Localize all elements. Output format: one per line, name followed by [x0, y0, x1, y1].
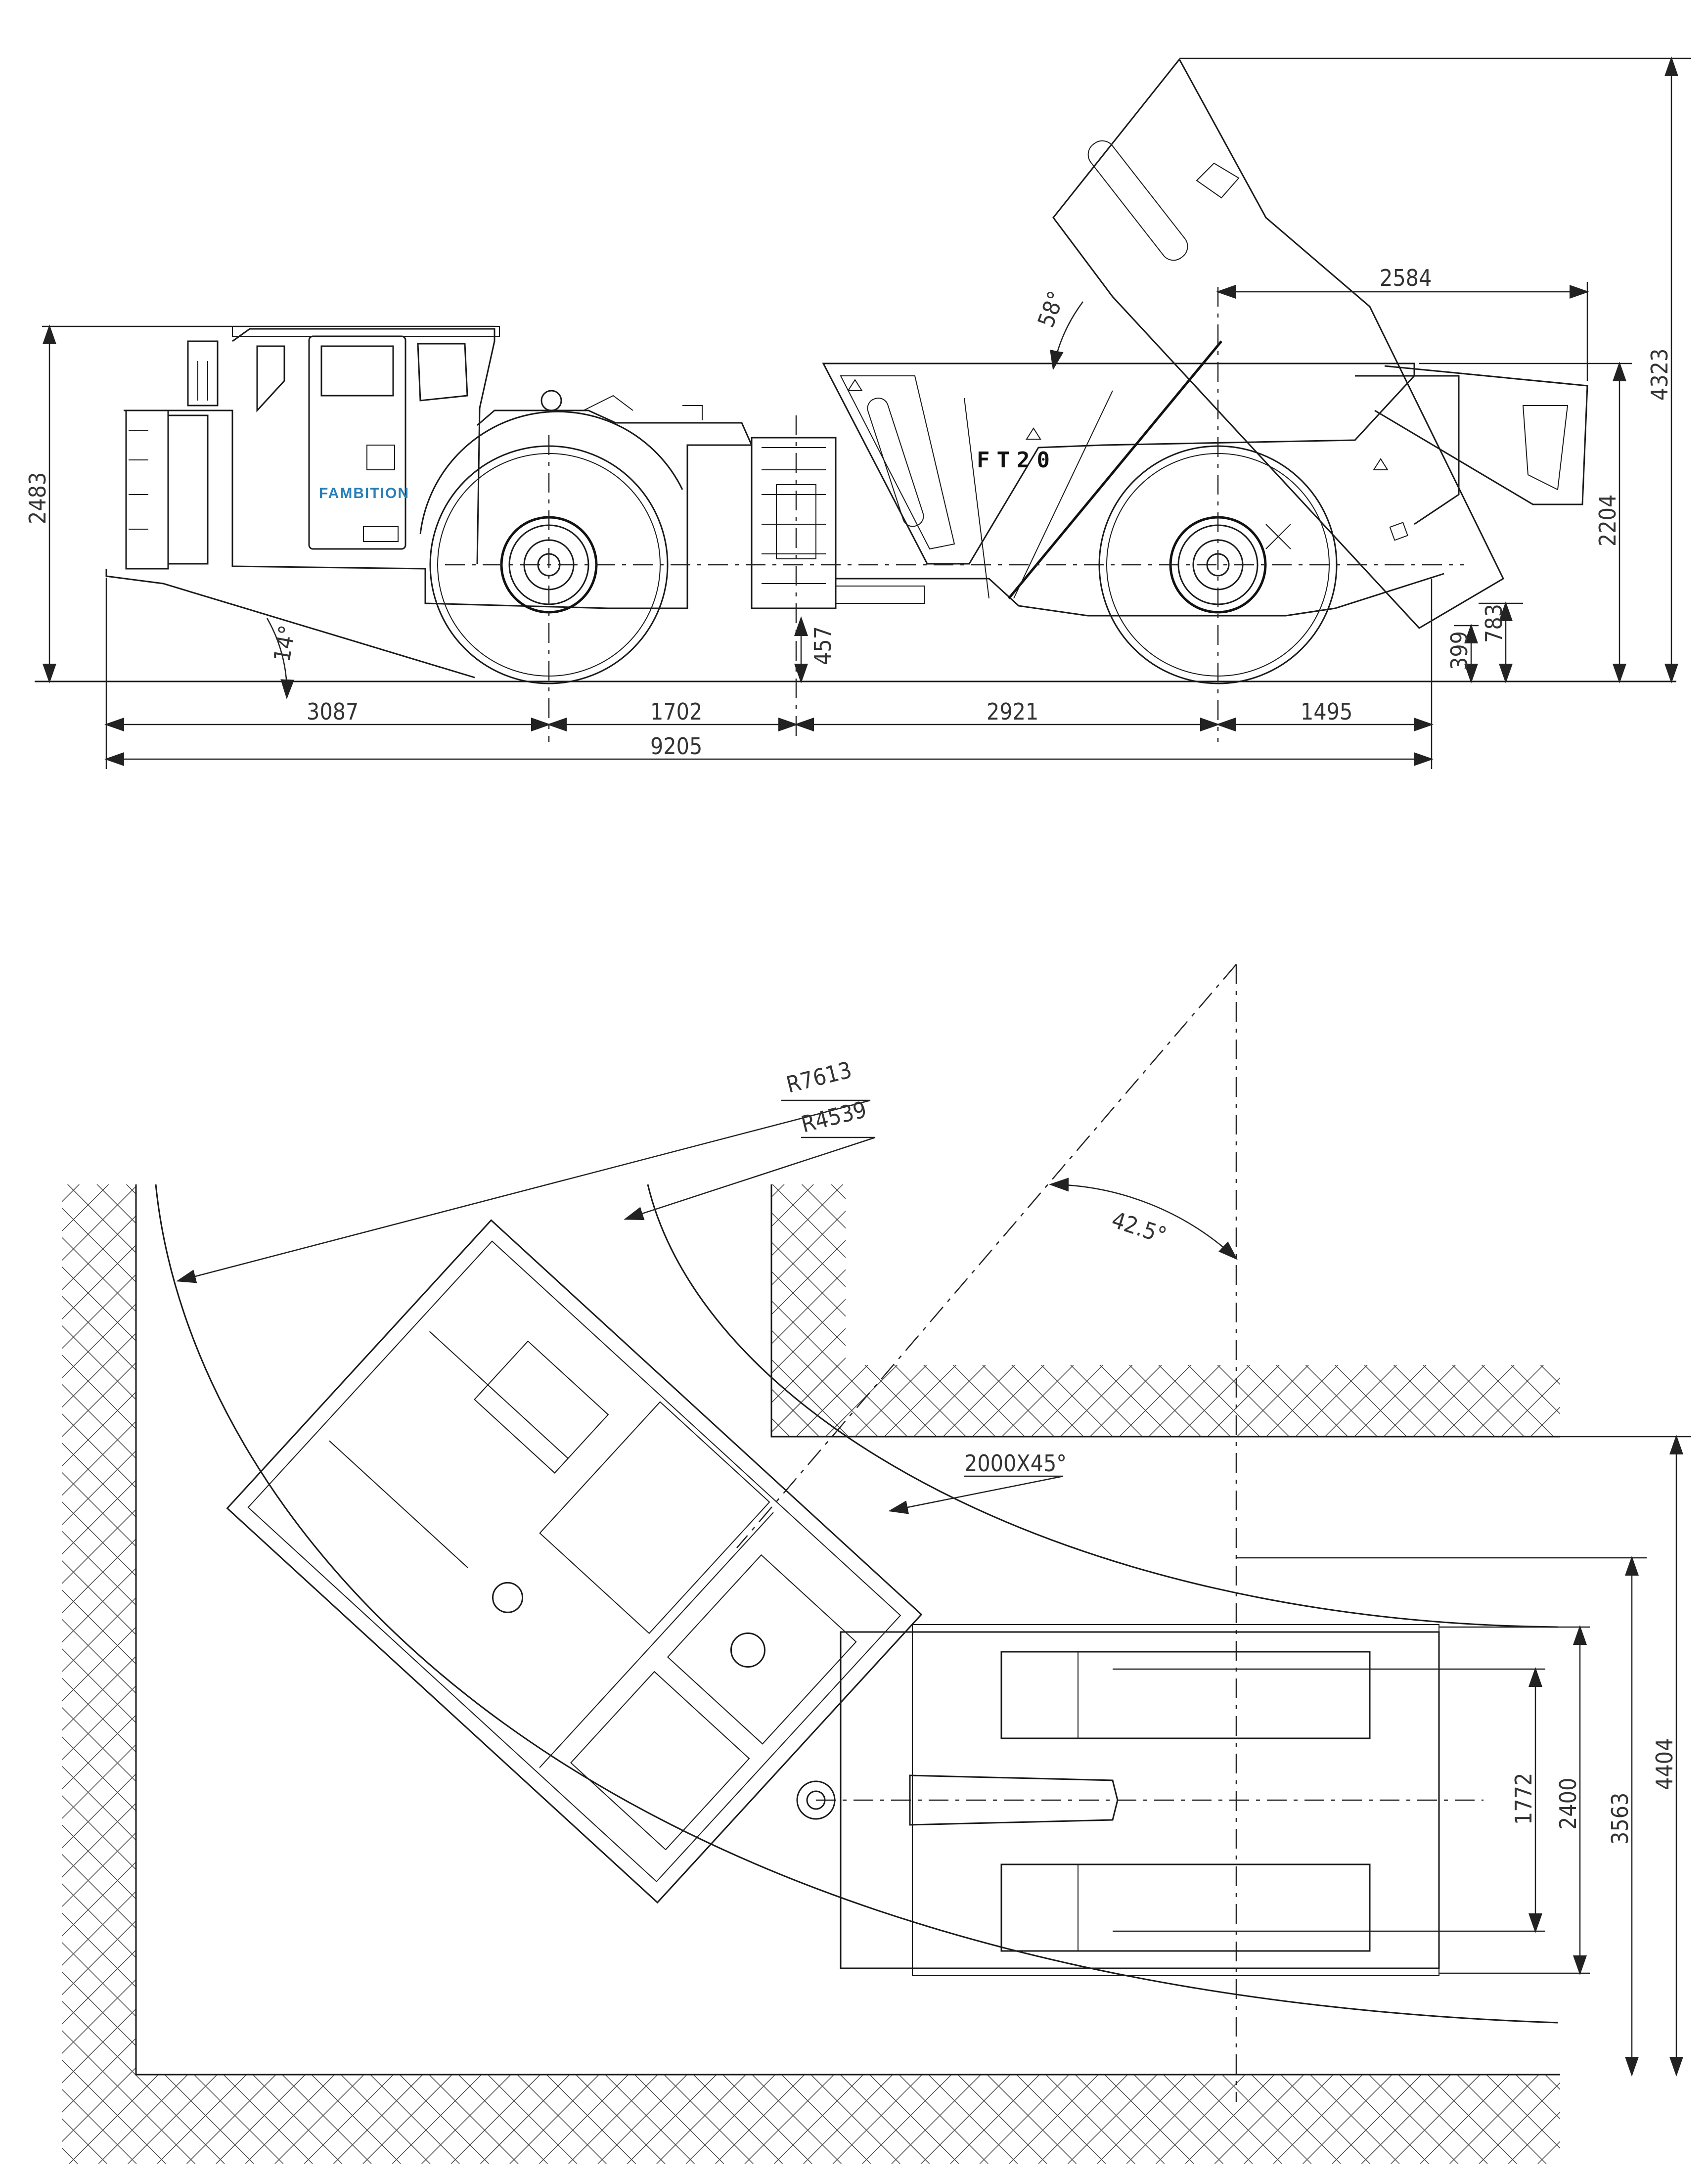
dim-ground-clearance: 457 — [809, 626, 836, 665]
dim-height-box: 2204 — [1594, 495, 1621, 546]
dim-dump-angle: 58° — [1033, 287, 1070, 330]
dim-rear-overhang: 3087 — [307, 698, 359, 725]
dim-vehicle-width: 2400 — [1555, 1778, 1581, 1830]
side-view: FAMBITION FT20 — [24, 56, 1691, 769]
operator-cab — [232, 328, 495, 564]
plan-view: R7613 R4539 42.5° 2000X45° — [62, 964, 1691, 2164]
dim-box-lip-low: 399 — [1446, 631, 1473, 670]
dim-overall-length: 9205 — [650, 733, 702, 760]
front-frame — [836, 573, 1444, 617]
dim-turning-width: 4404 — [1651, 1738, 1678, 1790]
model-label: FT20 — [977, 448, 1057, 473]
wall-bottom — [136, 2075, 1560, 2164]
dim-departure-angle: 14° — [269, 623, 301, 664]
dim-articulation-to-front-axle: 2921 — [987, 698, 1038, 725]
dim-tunnel-width: 3563 — [1607, 1793, 1633, 1845]
cab-window-front — [417, 343, 468, 402]
dim-articulation-angle: 42.5° — [1109, 1206, 1170, 1249]
dump-body-lowered: FT20 — [822, 362, 1460, 565]
inner-turning-arc — [647, 1184, 1558, 1628]
dim-track: 1772 — [1510, 1773, 1537, 1825]
wall-inner-horizontal — [771, 1365, 1560, 1437]
dim-height-raised-box: 4323 — [1646, 349, 1673, 401]
brand-label: FAMBITION — [319, 485, 409, 501]
cab-door — [308, 335, 406, 550]
wall-left — [62, 1184, 136, 2164]
rear-bumper — [105, 569, 475, 679]
dim-rear-to-articulation: 1702 — [650, 698, 702, 725]
dim-height-cab: 2483 — [24, 472, 51, 524]
cab-window-rear — [256, 345, 285, 412]
rear-fender — [419, 410, 683, 535]
dump-body-raised — [1052, 59, 1588, 629]
rear-frame — [124, 409, 753, 609]
cab-door-window — [320, 345, 394, 397]
dim-box-reach: 2584 — [1380, 265, 1432, 291]
dim-box-lip-high: 783 — [1481, 604, 1507, 643]
rear-unit-plan — [226, 1219, 923, 1904]
engine-hood — [477, 409, 753, 446]
articulation-hitch — [751, 437, 837, 609]
dim-outer-radius: R7613 — [784, 1056, 854, 1098]
hoist-cylinder — [1008, 340, 1222, 599]
dim-front-overhang: 1495 — [1301, 698, 1352, 725]
dim-corner-chamfer: 2000X45° — [964, 1450, 1067, 1477]
dim-inner-radius: R4539 — [799, 1096, 869, 1138]
radiator-guard — [125, 409, 169, 570]
front-unit-plan — [796, 1624, 1440, 1976]
outer-turning-arc — [155, 1184, 1558, 2024]
